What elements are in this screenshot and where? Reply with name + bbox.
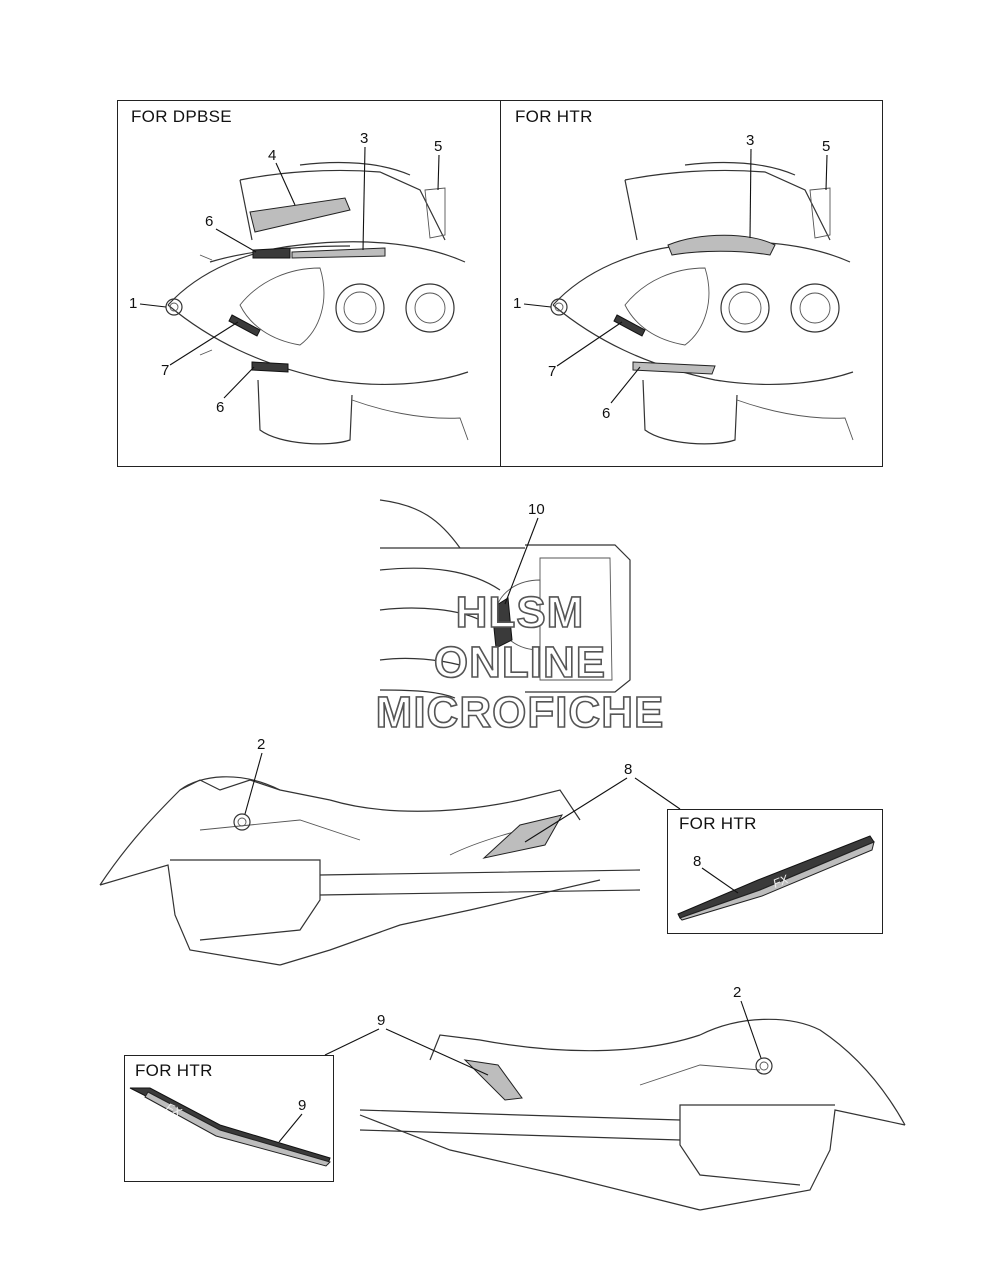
callout-1-dpbse: 1 (129, 295, 137, 312)
callout-3-dpbse: 3 (360, 130, 368, 147)
side-view-left (99, 776, 641, 966)
callout-5-htr: 5 (822, 138, 830, 155)
leader-8-inset (634, 777, 681, 810)
callout-2-right: 2 (733, 984, 741, 1001)
callout-5-dpbse: 5 (434, 138, 442, 155)
callout-6-dpbse-lower: 6 (216, 399, 224, 416)
panel-title-htr-top: FOR HTR (515, 107, 593, 126)
leader-9-inset (324, 1028, 380, 1056)
panel-title-dpbse: FOR DPBSE (131, 107, 232, 126)
panel-title-htr-decal-9: FOR HTR (135, 1061, 213, 1080)
panel-title-htr-decal-8: FOR HTR (679, 814, 757, 833)
panel-for-htr-top (500, 100, 883, 467)
panel-for-dpbse (117, 100, 501, 467)
watermark-line-2: ONLINE (433, 637, 607, 688)
dpbse-front-view (165, 161, 469, 445)
callout-3-htr: 3 (746, 132, 754, 149)
leader-9-side (385, 1028, 489, 1076)
watermark-line-3: MICROFICHE (375, 687, 665, 738)
decal-9-graphic: FX (129, 1087, 331, 1167)
callout-10: 10 (528, 501, 545, 518)
callout-6-htr: 6 (602, 405, 610, 422)
htr-front-view (550, 161, 854, 445)
callout-8-inset: 8 (693, 853, 701, 870)
leader-2-right (740, 1000, 762, 1059)
callout-6-dpbse-upper: 6 (205, 213, 213, 230)
callout-4-dpbse: 4 (268, 147, 276, 164)
decal-8-fx-text: FX (771, 872, 791, 891)
leader-8-side (524, 777, 628, 843)
callout-9-inset: 9 (298, 1097, 306, 1114)
leader-10 (504, 517, 539, 605)
leader-8-inset-decal (701, 867, 739, 894)
callout-8-side: 8 (624, 761, 632, 778)
leader-2-left (244, 752, 263, 815)
htr-leader-lines (523, 148, 828, 404)
callout-7-htr: 7 (548, 363, 556, 380)
callout-2-left: 2 (257, 736, 265, 753)
callout-1-htr: 1 (513, 295, 521, 312)
watermark-line-1: HLSM (455, 587, 585, 638)
decal-8-graphic: FX (677, 835, 875, 921)
side-view-right (359, 1018, 906, 1211)
decal-9-fx-text: FX (164, 1100, 185, 1120)
top-view-deck (379, 499, 631, 699)
callout-7-dpbse: 7 (161, 362, 169, 379)
leader-9-inset-decal (278, 1113, 303, 1143)
dpbse-leader-lines (139, 146, 440, 399)
callout-9-side: 9 (377, 1012, 385, 1029)
